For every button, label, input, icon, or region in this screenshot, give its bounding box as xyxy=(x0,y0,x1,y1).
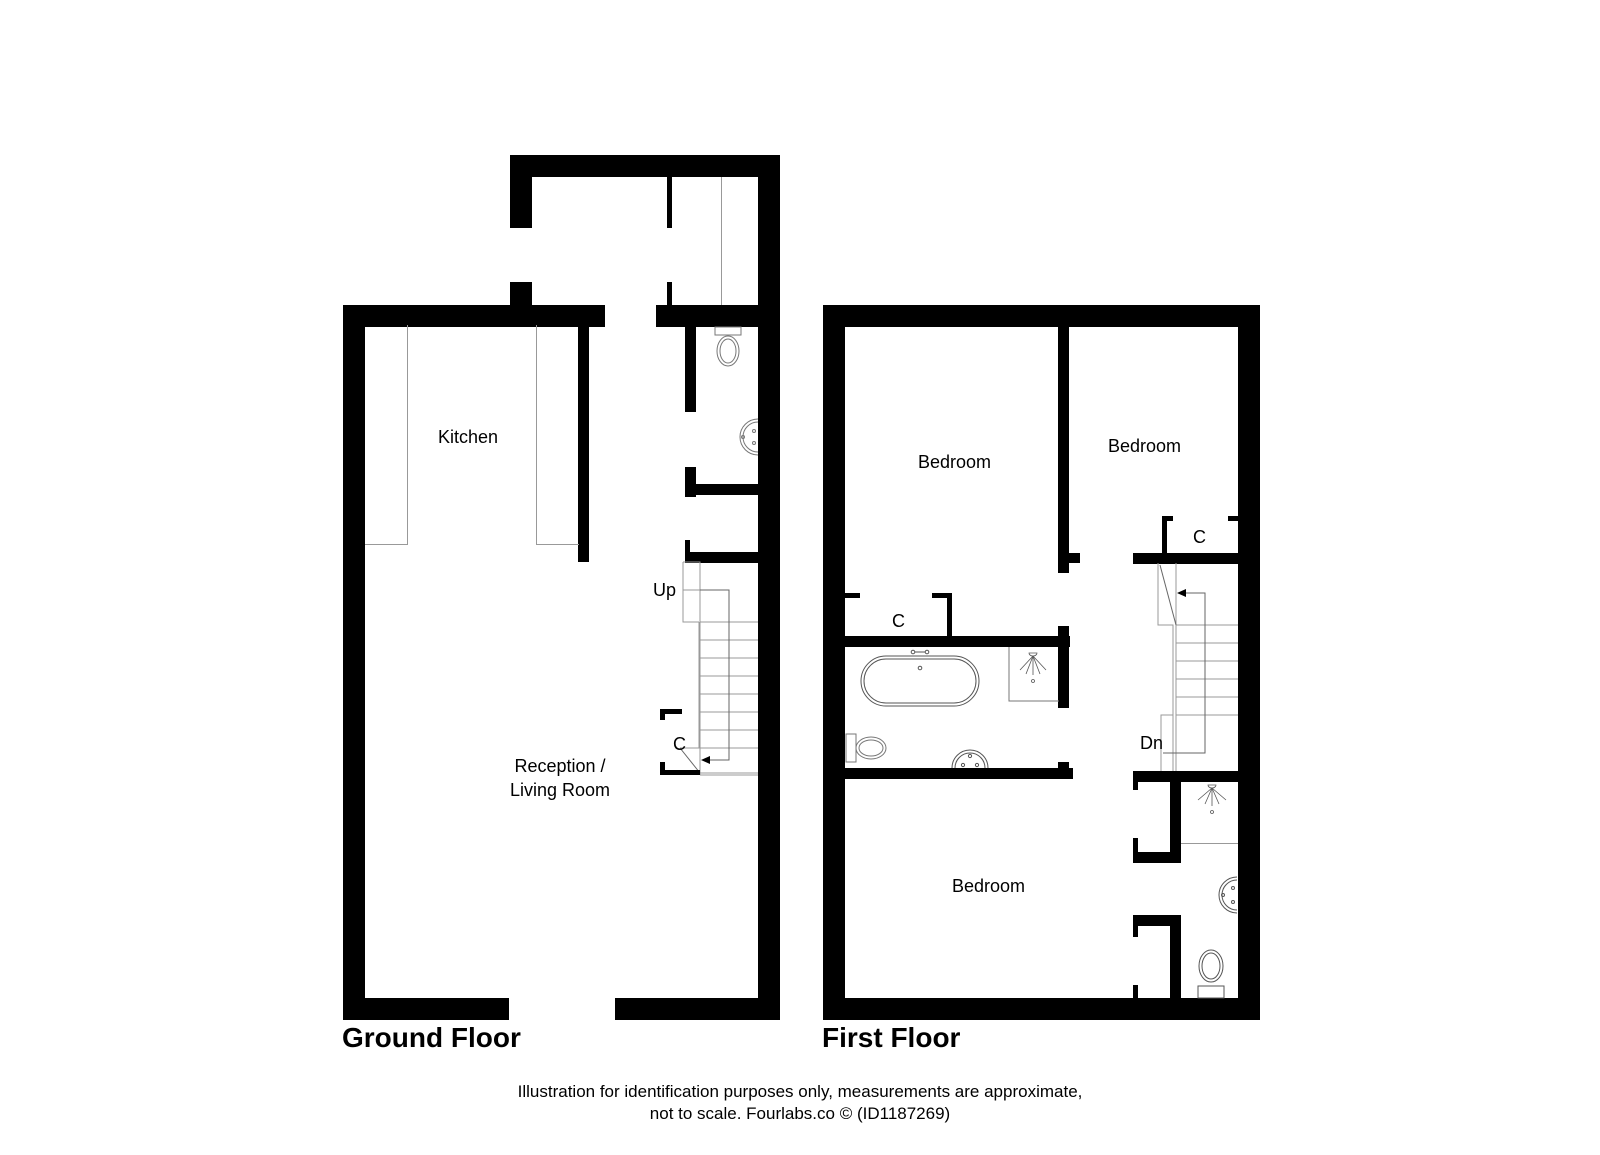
room-label-reception: Reception / xyxy=(514,756,606,776)
wall xyxy=(1133,915,1181,926)
wall xyxy=(1170,915,1181,1000)
wall xyxy=(845,768,1073,779)
stairs-up-label: Up xyxy=(653,580,677,600)
wall xyxy=(578,325,589,562)
room-label-bedroom-3: Bedroom xyxy=(952,876,1026,896)
wall xyxy=(615,998,780,1020)
wall xyxy=(343,998,509,1020)
stairs-down-label: Dn xyxy=(1140,733,1164,753)
wall xyxy=(1058,762,1069,772)
wall xyxy=(510,155,532,228)
wall-thin xyxy=(660,770,700,775)
wall xyxy=(1058,553,1080,563)
wall xyxy=(1058,626,1069,708)
cupboard-label: C xyxy=(673,734,686,754)
wall xyxy=(685,467,696,497)
shower-screen-line xyxy=(1181,843,1238,844)
wall xyxy=(510,282,532,307)
wall-thin xyxy=(845,593,860,598)
wall xyxy=(656,305,780,327)
room-label-kitchen: Kitchen xyxy=(438,427,499,447)
staircase-up xyxy=(679,561,758,776)
wall xyxy=(685,540,690,562)
wall-thin xyxy=(932,593,952,598)
shower-icon xyxy=(1197,784,1227,814)
wall xyxy=(758,155,780,1020)
wall xyxy=(823,305,1260,327)
cupboard-label: C xyxy=(1193,527,1206,547)
wall-thin xyxy=(1162,516,1173,521)
disclaimer-line-1: Illustration for identification purposes… xyxy=(517,1082,1083,1101)
floor-title-ground: Ground Floor xyxy=(342,1022,521,1053)
wall xyxy=(845,636,1070,647)
wall-thin xyxy=(667,175,672,228)
wall xyxy=(1058,325,1069,573)
wall-thin xyxy=(1133,838,1138,863)
bathtub-icon xyxy=(860,649,980,707)
wall xyxy=(343,305,605,327)
wall xyxy=(343,305,365,1020)
worktop-line xyxy=(365,544,408,545)
cupboard-label: C xyxy=(892,611,905,631)
toilet-icon xyxy=(845,733,887,763)
floor-title-first: First Floor xyxy=(822,1022,961,1053)
wall xyxy=(1170,780,1181,862)
wall-thin xyxy=(1133,780,1138,790)
wall-thin xyxy=(1133,985,1138,1000)
wall xyxy=(685,325,696,412)
wall xyxy=(685,552,760,563)
staircase-down xyxy=(1157,563,1238,773)
wall-thin xyxy=(660,709,682,714)
basin-icon xyxy=(951,749,989,769)
room-label-bedroom-2: Bedroom xyxy=(1108,436,1182,456)
worktop-line xyxy=(536,325,537,545)
toilet-icon xyxy=(1197,949,1225,999)
worktop-line xyxy=(407,325,408,545)
wall-thin xyxy=(947,593,952,638)
wall xyxy=(1133,771,1260,782)
shower-icon xyxy=(1008,647,1059,702)
basin-icon xyxy=(739,418,759,456)
wall xyxy=(1133,553,1260,564)
worktop-line xyxy=(536,544,579,545)
wall xyxy=(823,998,1260,1020)
wall-thin xyxy=(667,282,672,307)
wall xyxy=(1133,852,1181,863)
basin-icon xyxy=(1218,876,1238,914)
wall-thin xyxy=(1228,516,1240,521)
wall-thin xyxy=(660,762,665,775)
wall xyxy=(823,305,845,1020)
wall-thin xyxy=(1133,915,1138,937)
wall-thin xyxy=(1162,516,1167,556)
extension-divider-line xyxy=(721,177,722,307)
room-label-living-room: Living Room xyxy=(509,780,611,800)
disclaimer-line-2: not to scale. Fourlabs.co © (ID1187269) xyxy=(649,1104,951,1123)
wall xyxy=(510,155,780,177)
toilet-icon xyxy=(714,326,742,367)
wall xyxy=(1238,305,1260,1020)
wall xyxy=(685,484,760,495)
wall-thin xyxy=(660,709,665,720)
room-label-bedroom-1: Bedroom xyxy=(918,452,992,472)
